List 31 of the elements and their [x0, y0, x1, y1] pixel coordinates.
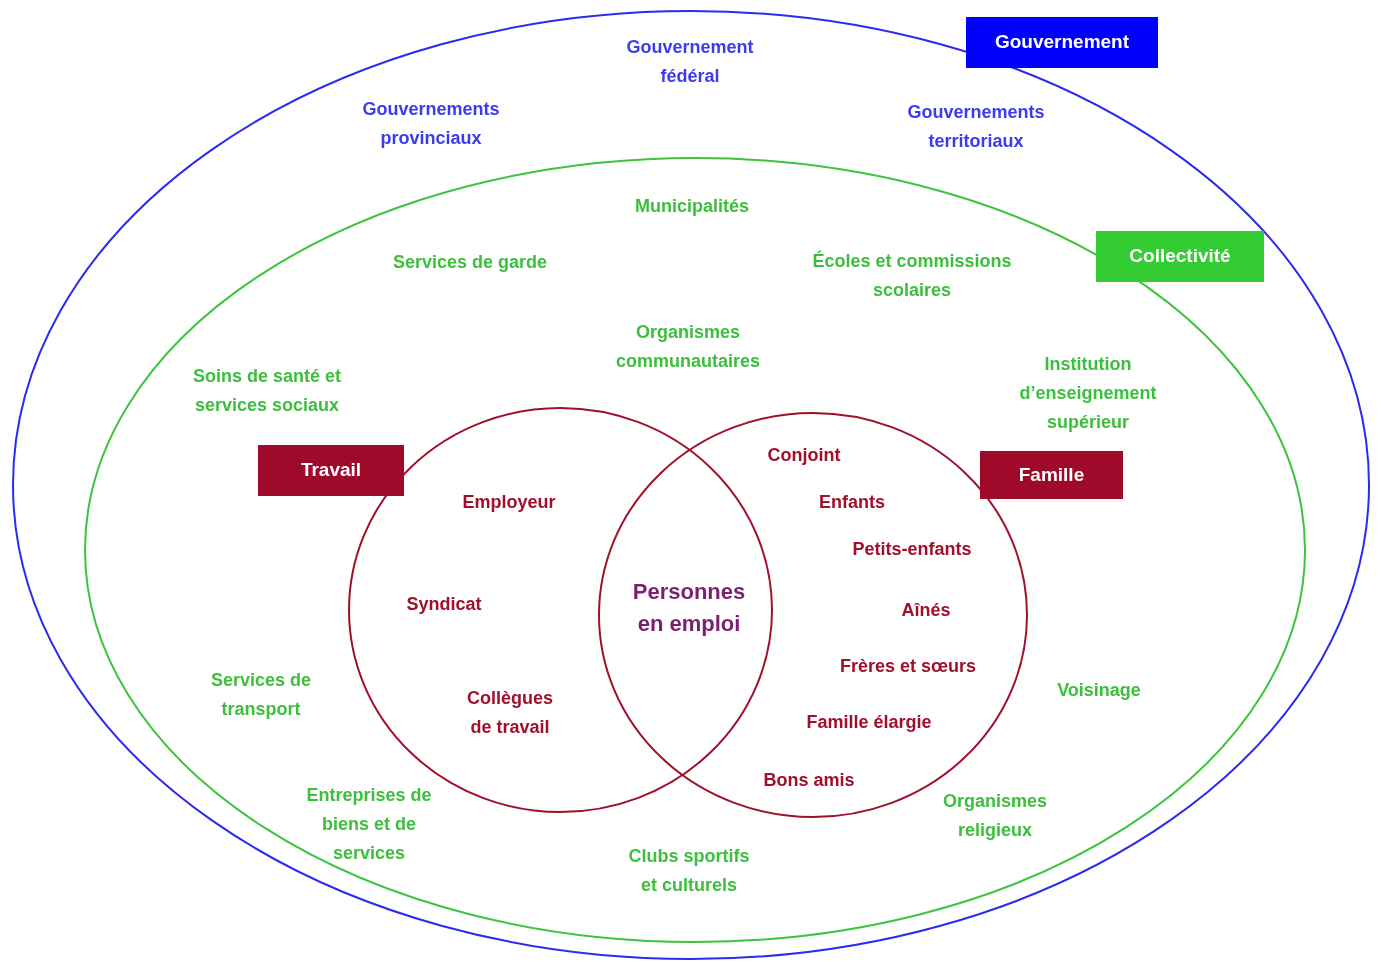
text-label: Écoles et commissions scolaires — [811, 249, 1013, 302]
text-label: Organismes communautaires — [614, 321, 761, 373]
text-label: Conjoint — [766, 444, 842, 467]
text-label: Enfants — [818, 491, 886, 514]
text-label: Gouvernement fédéral — [625, 36, 755, 88]
text-label: Institution d’enseignement supérieur — [1018, 353, 1158, 434]
text-label: Gouvernements provinciaux — [361, 98, 501, 150]
text-label: Personnes en emploi — [631, 578, 747, 638]
text-label: Clubs sportifs et culturels — [627, 845, 751, 897]
label-tag: Gouvernement — [966, 17, 1158, 68]
label-tag: Famille — [980, 451, 1123, 499]
ellipse-outline — [12, 10, 1370, 960]
text-label: Soins de santé et services sociaux — [191, 365, 342, 417]
text-label: Syndicat — [405, 593, 483, 616]
text-label: Voisinage — [1056, 679, 1142, 702]
text-label: Bons amis — [762, 769, 856, 792]
text-label: Organismes religieux — [941, 790, 1048, 842]
text-label: Gouvernements territoriaux — [906, 101, 1046, 153]
text-label: Petits-enfants — [851, 538, 973, 561]
text-label: Entreprises de biens et de services — [305, 784, 433, 865]
text-label: Employeur — [461, 491, 557, 514]
ellipse-outline — [84, 157, 1306, 943]
text-label: Aînés — [900, 599, 952, 622]
label-tag: Travail — [258, 445, 404, 496]
text-label: Famille élargie — [805, 711, 933, 734]
text-label: Services de garde — [391, 251, 549, 274]
text-label: Municipalités — [634, 195, 750, 218]
text-label: Collègues de travail — [466, 687, 554, 739]
text-label: Services de transport — [209, 669, 313, 721]
label-tag: Collectivité — [1096, 231, 1264, 282]
text-label: Frères et sœurs — [838, 655, 978, 678]
